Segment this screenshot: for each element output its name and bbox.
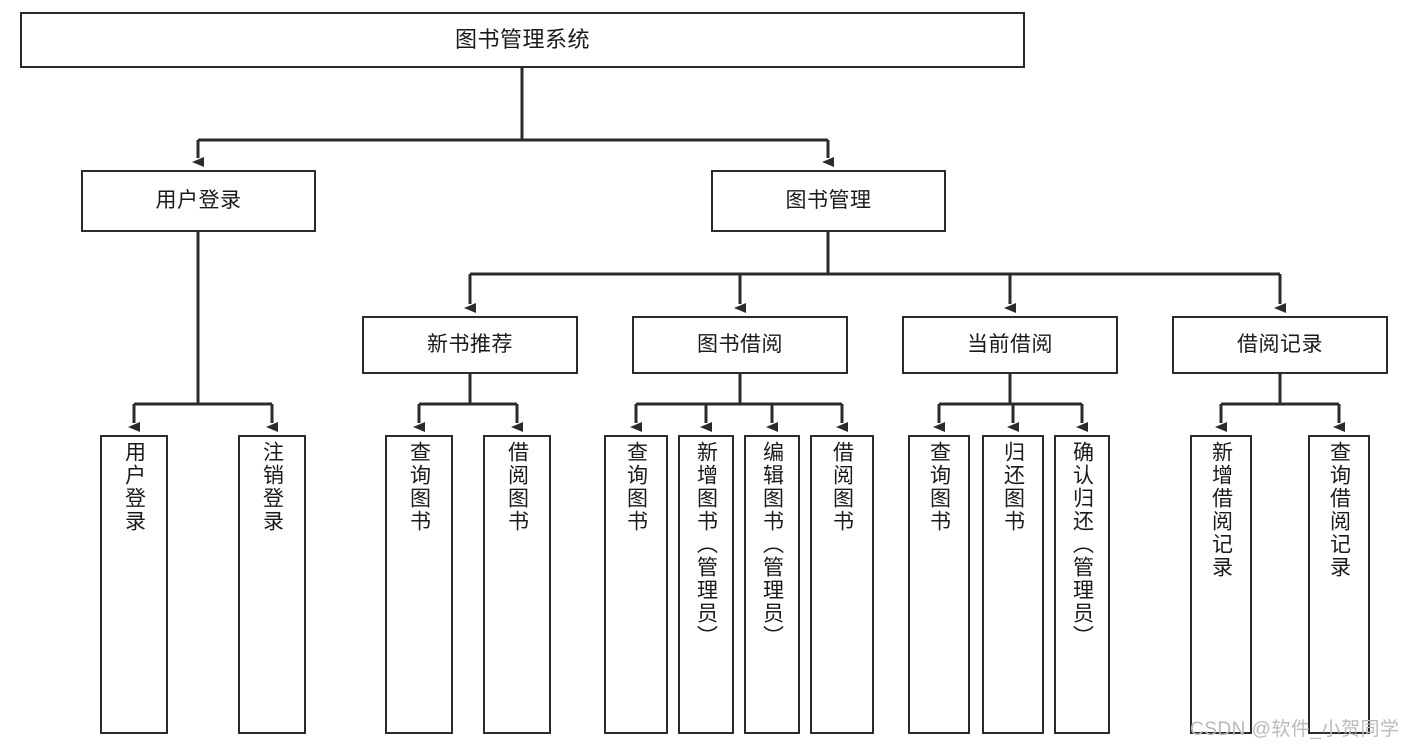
node-borrow-record[interactable]: 借阅记录 [1172,316,1388,374]
node-leaf-logout-label: 注销登录 [260,441,284,533]
node-leaf-user-login[interactable]: 用户登录 [100,435,168,734]
node-new-book-rec-label: 新书推荐 [427,333,513,357]
node-leaf-query-record-label: 查询借阅记录 [1327,441,1351,579]
node-leaf-query-book-rec[interactable]: 查询图书 [385,435,453,734]
node-leaf-add-record[interactable]: 新增借阅记录 [1190,435,1252,734]
node-book-borrow-label: 图书借阅 [697,333,783,357]
node-root[interactable]: 图书管理系统 [20,12,1025,68]
node-leaf-query-book-cur[interactable]: 查询图书 [908,435,970,734]
node-leaf-borrow-book[interactable]: 借阅图书 [810,435,874,734]
node-leaf-borrow-book-label: 借阅图书 [830,441,854,533]
node-leaf-query-book-borrow-label: 查询图书 [624,441,648,533]
node-book-borrow[interactable]: 图书借阅 [632,316,848,374]
node-leaf-edit-book-label: 编辑图书（管理员） [760,441,784,648]
node-book-manage[interactable]: 图书管理 [711,170,946,232]
node-leaf-logout[interactable]: 注销登录 [238,435,306,734]
node-root-label: 图书管理系统 [454,26,590,52]
node-leaf-query-book-borrow[interactable]: 查询图书 [604,435,668,734]
node-leaf-query-book-cur-label: 查询图书 [927,441,951,533]
node-leaf-add-record-label: 新增借阅记录 [1209,441,1233,579]
node-leaf-add-book[interactable]: 新增图书（管理员） [678,435,734,734]
node-new-book-rec[interactable]: 新书推荐 [362,316,578,374]
node-user-login[interactable]: 用户登录 [81,170,316,232]
node-user-login-label: 用户登录 [155,189,242,213]
node-leaf-add-book-label: 新增图书（管理员） [694,441,718,648]
node-book-manage-label: 图书管理 [785,189,872,213]
node-leaf-borrow-book-rec-label: 借阅图书 [505,441,529,533]
node-leaf-return-book-label: 归还图书 [1001,441,1025,533]
node-leaf-edit-book[interactable]: 编辑图书（管理员） [744,435,800,734]
node-leaf-query-record[interactable]: 查询借阅记录 [1308,435,1370,734]
watermark-text: CSDN @软件_小贺同学 [1190,719,1400,740]
node-leaf-query-book-rec-label: 查询图书 [407,441,431,533]
node-borrow-record-label: 借阅记录 [1237,333,1323,357]
node-current-borrow-label: 当前借阅 [967,333,1053,357]
node-leaf-confirm-return[interactable]: 确认归还（管理员） [1054,435,1110,734]
node-leaf-return-book[interactable]: 归还图书 [982,435,1044,734]
node-leaf-confirm-return-label: 确认归还（管理员） [1070,441,1094,648]
node-current-borrow[interactable]: 当前借阅 [902,316,1118,374]
node-leaf-user-login-label: 用户登录 [122,441,146,533]
node-leaf-borrow-book-rec[interactable]: 借阅图书 [483,435,551,734]
